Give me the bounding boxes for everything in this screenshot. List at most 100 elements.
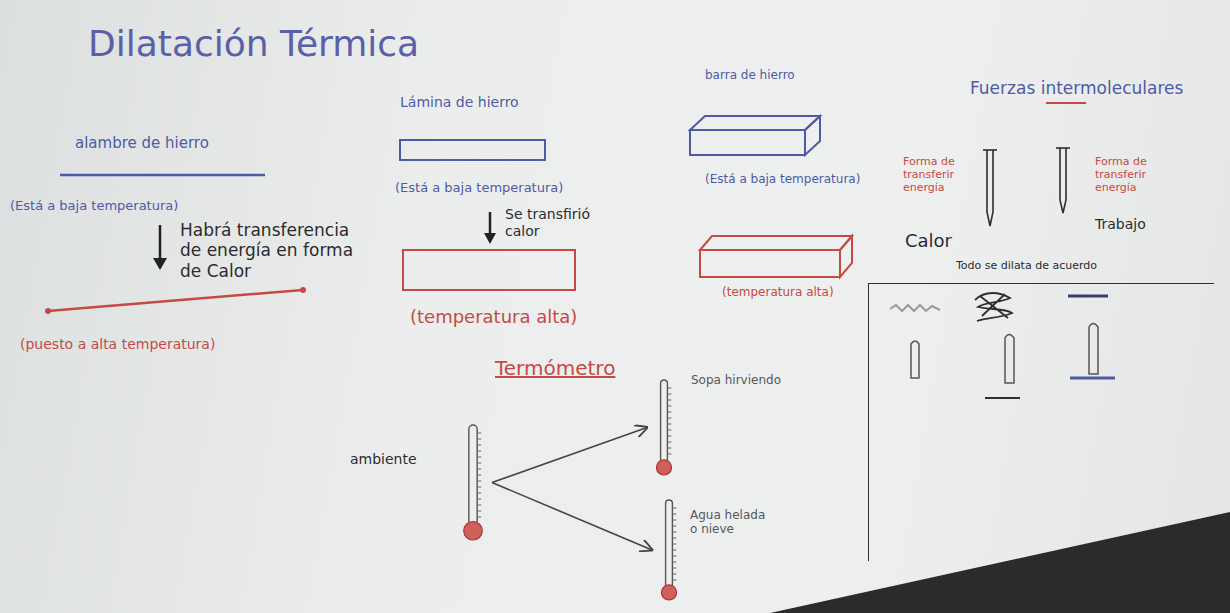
thermometer-bulb xyxy=(464,522,482,540)
thermometer-tick xyxy=(672,508,676,509)
thermometer-tick xyxy=(667,418,671,419)
note-label: Lámina de hierro xyxy=(400,94,519,111)
sketch-frame: Todo se dilata de acuerdo xyxy=(868,283,1214,561)
cold-sheet xyxy=(400,140,545,160)
connector-arrow xyxy=(492,483,652,551)
bar-face xyxy=(840,236,852,277)
nail-shaft xyxy=(987,150,993,226)
note-label: Calor xyxy=(905,230,952,252)
thermometer-tube xyxy=(666,500,673,588)
note-label: (Está a baja temperatura) xyxy=(705,172,860,186)
note-label: Forma de transferir energía xyxy=(903,155,975,195)
thermometer-tick xyxy=(477,517,481,518)
thermometer-label: Sopa hirviendo xyxy=(691,373,781,387)
cold-bar xyxy=(690,116,820,155)
thermometer-tick xyxy=(667,442,671,443)
bar-face xyxy=(805,116,820,155)
bar-face xyxy=(700,250,840,277)
title: Dilatación Térmica xyxy=(88,22,419,65)
thermometer-label: ambiente xyxy=(350,451,417,468)
thermometer-tick xyxy=(672,544,676,545)
bar-sketch xyxy=(1068,295,1108,298)
thermometer-tick xyxy=(667,424,671,425)
note-label: Fuerzas intermoleculares xyxy=(970,78,1183,98)
note-label: (temperatura alta) xyxy=(722,285,834,299)
thermometer-tick xyxy=(477,463,481,464)
thermometer-tick xyxy=(667,394,671,395)
down-arrow xyxy=(489,212,492,236)
note-label: Habrá transferencia de energía en forma … xyxy=(180,220,375,281)
thermometer-outline xyxy=(462,425,484,540)
thermometer-tick xyxy=(667,412,671,413)
thermometer-tick xyxy=(667,436,671,437)
wire-end xyxy=(300,287,306,293)
wire-end xyxy=(45,308,51,314)
underline xyxy=(1046,102,1086,104)
thermometer-tick xyxy=(667,406,671,407)
thermometer-tick xyxy=(477,487,481,488)
nail-head xyxy=(1056,147,1070,149)
note-label: barra de hierro xyxy=(705,68,795,82)
thermometer-tick xyxy=(477,481,481,482)
thermometer-tick xyxy=(477,433,481,434)
note-label: Se transfirió calor xyxy=(505,206,615,240)
thermometer-tick xyxy=(477,511,481,512)
nail-symbol xyxy=(983,150,997,226)
thermometer-tick xyxy=(672,526,676,527)
hot-wire xyxy=(48,290,303,311)
thermometer-tick xyxy=(672,568,676,569)
nail-shaft xyxy=(1060,148,1066,213)
thermometer: ambiente xyxy=(462,425,484,540)
thermometer-tick xyxy=(477,475,481,476)
scribble xyxy=(975,293,1012,321)
thermometer-tick xyxy=(672,574,676,575)
down-arrow xyxy=(159,225,162,262)
nail-head xyxy=(983,149,997,151)
bar-sketch xyxy=(1070,377,1115,380)
hot-sheet xyxy=(403,250,575,290)
cylinder-sketch xyxy=(911,341,919,378)
thermometer-tick xyxy=(672,556,676,557)
note-label: (puesto a alta temperatura) xyxy=(20,336,215,353)
note-label: (temperatura alta) xyxy=(410,306,577,328)
nail-symbol xyxy=(1056,148,1070,213)
thermometer-tube xyxy=(469,425,477,525)
thermometer-tick xyxy=(672,520,676,521)
connector-arrow xyxy=(492,428,647,483)
arrow-head xyxy=(484,233,496,244)
thermometer-label: Agua helada o nieve xyxy=(690,508,775,537)
cylinder-sketch xyxy=(1089,324,1098,375)
thermometer-tick xyxy=(672,550,676,551)
thermometer-tick xyxy=(672,514,676,515)
thermometer-tick xyxy=(672,532,676,533)
note-label: alambre de hierro xyxy=(75,134,209,152)
arrow-head xyxy=(153,258,167,270)
board-frame xyxy=(770,512,1230,613)
thermometer: Agua helada o nieve xyxy=(660,500,678,600)
thermometer-tick xyxy=(667,448,671,449)
note-label: Termómetro xyxy=(495,356,615,380)
thermometer-tick xyxy=(672,580,676,581)
thermometer-bulb xyxy=(656,460,671,475)
hot-bar xyxy=(700,236,852,277)
note-label: Trabajo xyxy=(1095,216,1146,233)
note-label: Forma de transferir energía xyxy=(1095,155,1167,195)
thermometer-tick xyxy=(477,439,481,440)
cold-wire xyxy=(60,174,265,177)
frame-heading: Todo se dilata de acuerdo xyxy=(956,259,1097,272)
bar-face xyxy=(690,130,805,155)
thermometer-tick xyxy=(477,499,481,500)
thermometer-tick xyxy=(667,388,671,389)
thermometer: Sopa hirviendo xyxy=(655,380,673,475)
thermometer-outline xyxy=(660,500,678,600)
thermometer-tick xyxy=(477,493,481,494)
thermometer-tick xyxy=(477,457,481,458)
scribble xyxy=(890,305,940,311)
thermometer-tick xyxy=(667,400,671,401)
cylinder-sketch xyxy=(1005,335,1014,384)
thermometer-tick xyxy=(477,469,481,470)
bar-sketch xyxy=(985,397,1020,399)
thermometer-tick xyxy=(477,505,481,506)
thermometer-tick xyxy=(672,538,676,539)
note-label: (Está a baja temperatura) xyxy=(395,180,563,196)
